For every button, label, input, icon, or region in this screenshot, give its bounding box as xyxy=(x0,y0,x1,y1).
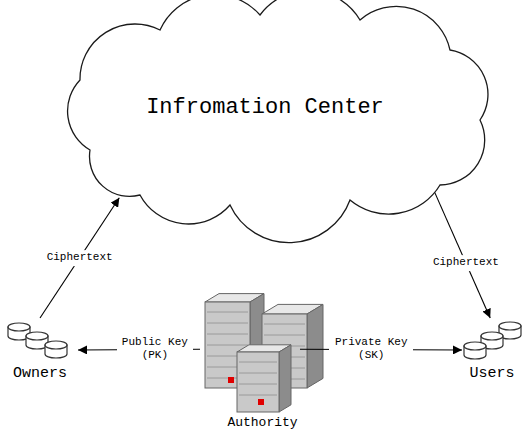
database-top xyxy=(45,341,67,349)
server-bay xyxy=(239,362,277,363)
server-bay xyxy=(239,373,277,374)
database-top xyxy=(481,332,503,340)
server-icon xyxy=(205,294,323,412)
database-icon xyxy=(464,322,521,359)
node-label: Authority xyxy=(227,416,297,431)
owner-node: Owners xyxy=(2,318,78,382)
database-top xyxy=(464,342,486,350)
edge-label: Public Key (PK) xyxy=(117,335,193,365)
server-bay xyxy=(207,323,248,324)
ciphertext-arrow xyxy=(40,198,119,318)
edge-label: Ciphertext xyxy=(45,250,115,266)
ciphertext-arrow xyxy=(430,181,491,318)
database-top xyxy=(8,323,30,331)
server-led xyxy=(228,377,234,383)
cloud-shape xyxy=(68,0,488,243)
server-bay xyxy=(207,334,248,335)
database-top xyxy=(26,332,48,340)
node-label: Users xyxy=(469,365,514,382)
server-bay xyxy=(207,345,248,346)
edge-label: Ciphertext xyxy=(431,255,501,271)
server-bay xyxy=(239,384,277,385)
center-title: Infromation Center xyxy=(146,95,384,120)
server-bay xyxy=(264,335,305,336)
server-bay xyxy=(239,395,277,396)
server-side xyxy=(307,304,323,388)
server-bay xyxy=(264,324,305,325)
edge-label: Private Key (SK) xyxy=(329,335,413,365)
node-label: Owners xyxy=(13,365,67,382)
user-node: Users xyxy=(462,318,522,382)
database-top xyxy=(499,322,521,330)
authority-node: Authority xyxy=(200,285,325,431)
server-bay xyxy=(207,312,248,313)
database-icon xyxy=(8,323,67,358)
server-front xyxy=(237,352,279,412)
server-side xyxy=(279,345,291,412)
cloud-node: Infromation Center xyxy=(30,0,500,215)
server-led xyxy=(258,399,264,405)
